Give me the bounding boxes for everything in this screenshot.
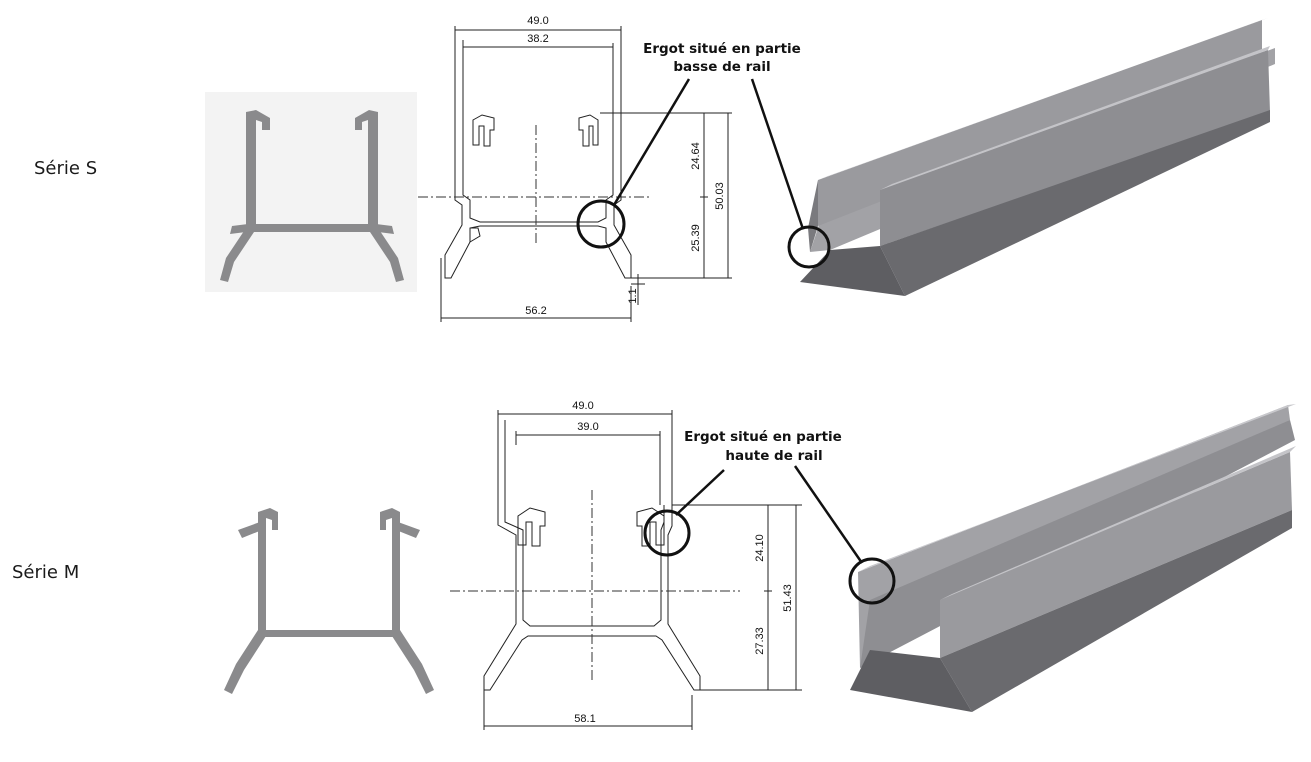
s-dim-width-inner: 38.2 bbox=[527, 33, 548, 45]
series-s-rail-render bbox=[787, 18, 1275, 296]
s-callout-circle-drawing bbox=[576, 199, 626, 249]
series-m-technical-drawing: 49.0 39.0 58.1 24.10 27.33 51.43 bbox=[450, 400, 802, 730]
m-dim-width-outer: 49.0 bbox=[572, 400, 593, 412]
series-m-silhouette bbox=[224, 508, 434, 694]
s-dim-height-total: 50.03 bbox=[714, 182, 726, 210]
s-dim-width-outer: 49.0 bbox=[527, 15, 548, 27]
m-dim-base-width: 58.1 bbox=[574, 713, 595, 725]
m-dim-height-total: 51.43 bbox=[782, 584, 794, 612]
s-dim-base-width: 56.2 bbox=[525, 305, 546, 317]
series-m-callout: Ergot situé en partie haute de rail bbox=[675, 429, 864, 564]
m-callout-line2: haute de rail bbox=[725, 448, 822, 464]
series-s-callout: Ergot situé en partie basse de rail bbox=[612, 41, 805, 230]
s-callout-line1: Ergot situé en partie bbox=[643, 41, 801, 57]
m-callout-line1: Ergot situé en partie bbox=[684, 429, 842, 445]
series-m-label: Série M bbox=[12, 562, 80, 583]
m-dim-height-lower: 27.33 bbox=[754, 627, 766, 655]
s-callout-line2: basse de rail bbox=[673, 59, 770, 75]
s-dim-height-upper: 24.64 bbox=[690, 142, 702, 170]
m-dim-width-inner: 39.0 bbox=[577, 421, 598, 433]
m-callout-circle-rail bbox=[848, 557, 896, 605]
s-dim-foot-offset: 1.1 bbox=[627, 288, 639, 303]
m-dim-height-upper: 24.10 bbox=[754, 534, 766, 562]
s-dim-height-lower: 25.39 bbox=[690, 224, 702, 252]
m-callout-circle-drawing bbox=[643, 509, 691, 557]
series-s-label: Série S bbox=[34, 158, 98, 179]
series-m-rail-render bbox=[848, 404, 1296, 712]
series-s-technical-drawing: 49.0 38.2 56.2 24.64 25.39 50.03 1.1 bbox=[418, 15, 732, 322]
s-callout-circle-rail bbox=[787, 225, 831, 269]
series-s-silhouette bbox=[205, 92, 417, 292]
